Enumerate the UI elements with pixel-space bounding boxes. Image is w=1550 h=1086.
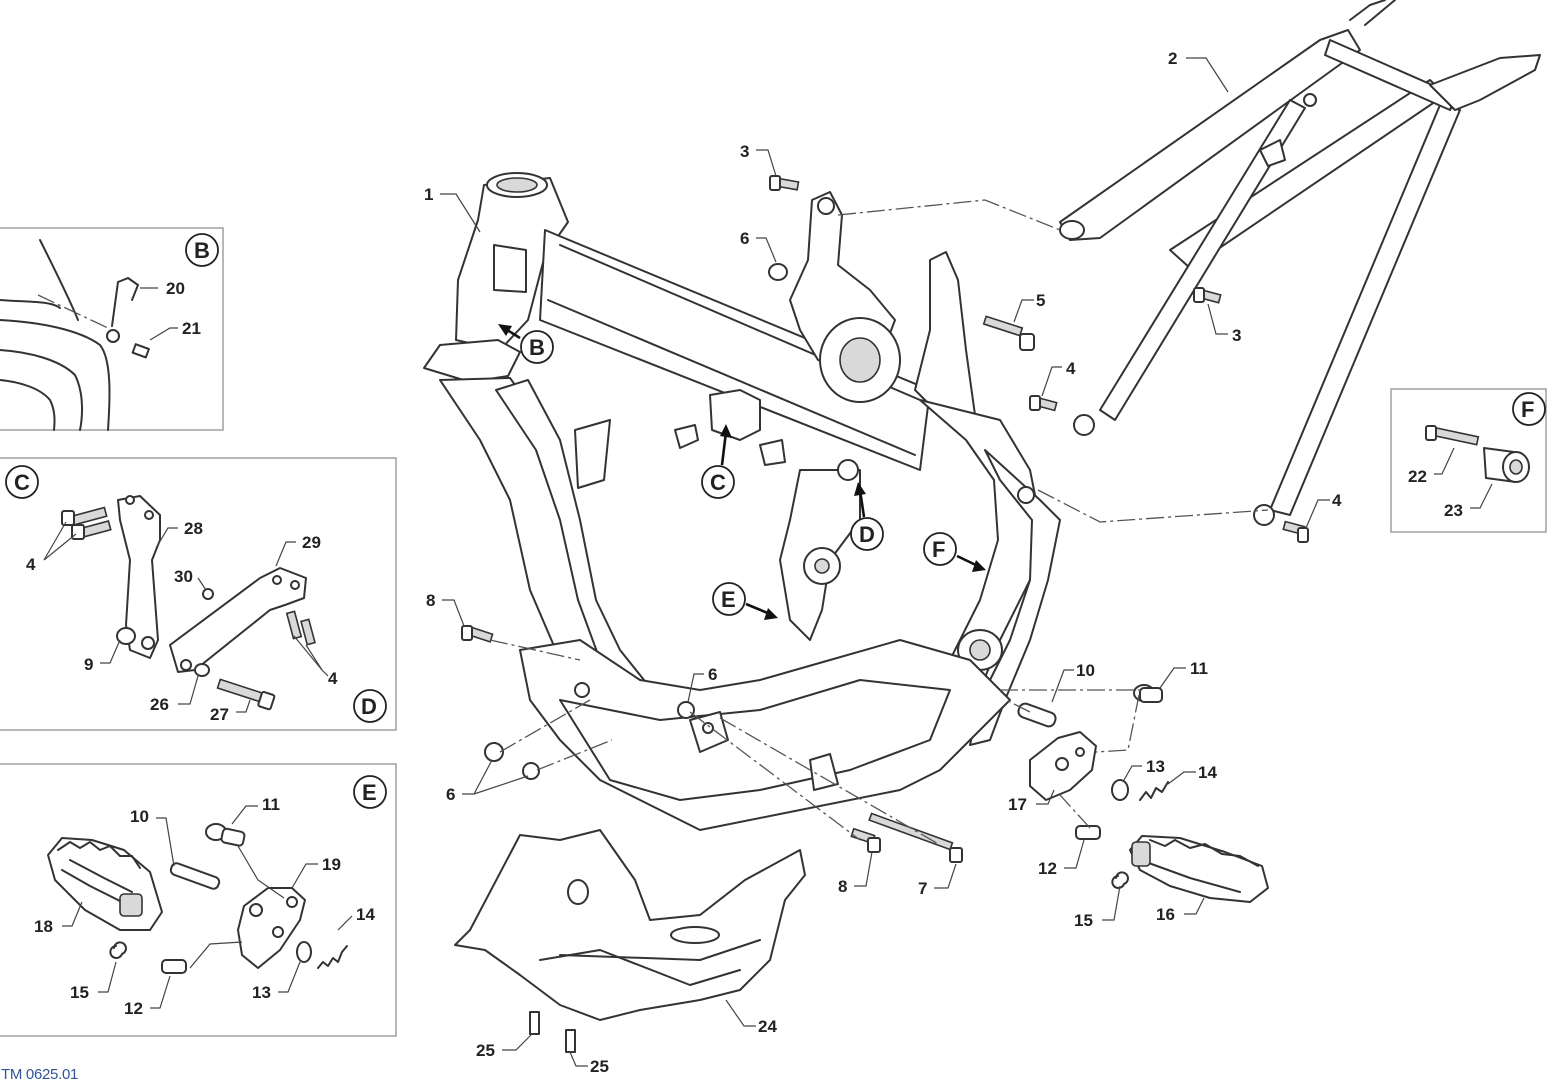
nut-icon [768,263,788,281]
callout-8: 8 [838,877,847,896]
spring-icon [1111,871,1129,889]
bolt-icon [161,959,187,974]
callout-4: 4 [26,555,36,574]
callout-25: 25 [476,1041,495,1060]
inset-e: E 10 11 12 13 [0,763,397,1037]
inset-b: B 20 21 [0,227,224,431]
callout-16: 16 [1156,905,1175,924]
footpeg-assembly [1017,684,1269,903]
callout-14: 14 [356,905,375,924]
callout-26: 26 [150,695,169,714]
callout-4: 4 [1332,491,1342,510]
callout-11: 11 [1190,659,1208,678]
callout-18: 18 [34,917,53,936]
pin-icon [1017,702,1057,728]
view-e-marker: E [721,587,736,612]
view-b-label: B [194,238,210,263]
callout-3: 3 [740,142,749,161]
callout-10: 10 [1076,661,1095,680]
callout-9: 9 [84,655,93,674]
subframe-icon [1059,29,1361,241]
callout-7: 7 [918,879,927,898]
bolt-icon [529,1011,540,1035]
skid-plate-icon [454,829,806,1021]
nut-icon [116,627,136,645]
view-f-marker: F [932,537,945,562]
main-frame [423,172,1061,831]
callout-8: 8 [426,591,435,610]
bracket-icon [169,567,307,673]
callout-19: 19 [322,855,341,874]
view-f-label: F [1521,397,1534,422]
nut-icon [484,742,504,762]
callout-27: 27 [210,705,229,724]
callout-20: 20 [166,279,185,298]
bolt-icon [205,823,246,847]
wire-bracket-icon [111,277,139,327]
callout-23: 23 [1444,501,1463,520]
inset-c: C D 4 4 [0,457,397,731]
callout-13: 13 [1146,757,1165,776]
view-b-marker: B [529,335,545,360]
spring-icon [1139,781,1169,801]
callout-25: 25 [590,1057,609,1076]
washer-icon [296,941,312,963]
bolt-icon [1075,825,1101,840]
bracket-icon [117,495,161,659]
inset-f: F 22 23 [1390,388,1547,533]
callout-11: 11 [262,795,280,814]
spring-icon [109,941,127,959]
callout-24: 24 [758,1017,777,1036]
callout-4: 4 [328,669,338,688]
subframe [1059,0,1541,526]
view-d-label: D [361,694,377,719]
view-e-label: E [362,780,377,805]
callout-1: 1 [424,185,433,204]
callout-4: 4 [1066,359,1076,378]
drawing-reference-code: TM 0625.01 [1,1066,79,1083]
spring-icon [317,945,348,969]
callout-6: 6 [740,229,749,248]
callout-21: 21 [182,319,201,338]
bolt-icon [982,315,1024,337]
view-d-marker: D [859,522,875,547]
callout-13: 13 [252,983,271,1002]
callout-3: 3 [1232,326,1241,345]
callout-6: 6 [446,785,455,804]
skid-plate [454,829,806,1053]
callout-28: 28 [184,519,203,538]
main-callouts: 1 2 3 3 4 4 5 6 6 6 7 8 8 10 11 12 13 14 [424,49,1342,1076]
callout-12: 12 [1038,859,1057,878]
callout-17: 17 [1008,795,1027,814]
pin-icon [169,862,221,890]
view-c-label: C [14,470,30,495]
callout-15: 15 [1074,911,1093,930]
callout-10: 10 [130,807,149,826]
nut-icon [522,762,540,780]
callout-14: 14 [1198,763,1217,782]
view-c-marker: C [710,470,726,495]
nut-icon [677,701,695,719]
frame-icon [539,229,931,471]
washer-icon [194,663,210,677]
callout-12: 12 [124,999,143,1018]
nut-icon [202,588,214,600]
bolt-icon [868,812,954,851]
callout-6: 6 [708,665,717,684]
view-markers: B C D E F [498,324,986,620]
callout-22: 22 [1408,467,1427,486]
callout-15: 15 [70,983,89,1002]
callout-30: 30 [174,567,193,586]
bolt-icon [565,1029,576,1053]
callout-5: 5 [1036,291,1045,310]
bolt-icon [131,343,150,359]
washer-icon [1111,779,1129,801]
assembly-lines [489,199,1269,846]
callout-2: 2 [1168,49,1177,68]
footpeg-icon [1129,835,1269,903]
callout-29: 29 [302,533,321,552]
